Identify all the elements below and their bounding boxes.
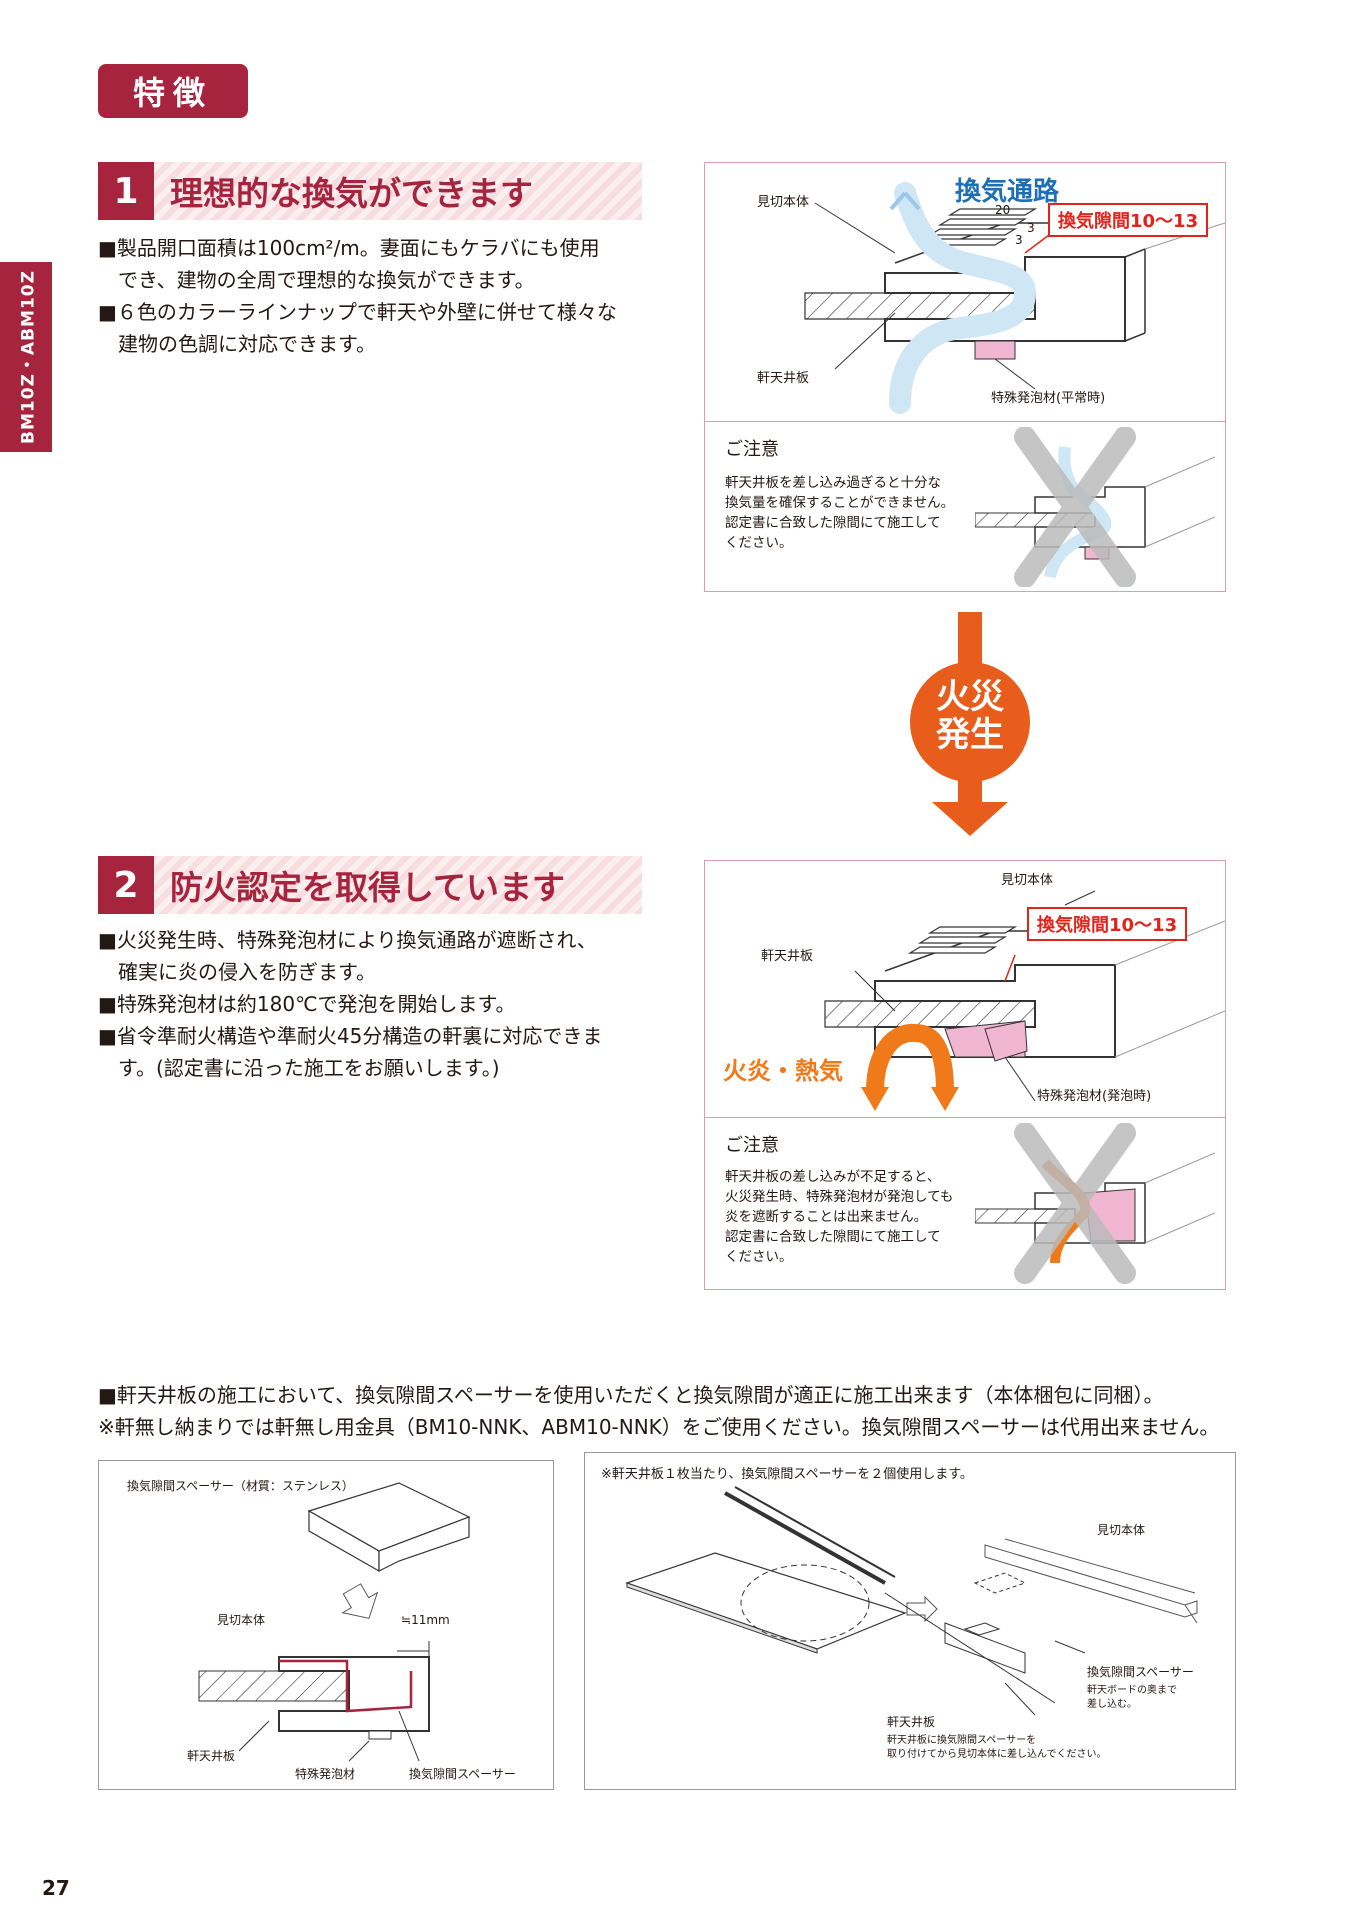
installation-figure: ※軒天井板１枚当たり、換気隙間スペーサーを２個使用します。 見切本体 換気隙間ス… [584, 1452, 1236, 1790]
spacer-label: 換気隙間スペーサー [1087, 1665, 1194, 1679]
section1-bullet: でき、建物の全周で理想的な換気ができます。 [98, 268, 535, 292]
section1-bullet: 建物の色調に対応できます。 [98, 332, 376, 356]
board-label: 軒天井板 [757, 371, 810, 386]
section1-bullet: ■６色のカラーラインナップで軒天や外壁に併せて様々な [98, 300, 617, 324]
foam-label: 特殊発泡材(発泡時) [1037, 1089, 1152, 1104]
caution-line: 炎を遮断することは出来ません。 [725, 1209, 928, 1225]
section1-number: 1 [98, 162, 154, 220]
fire-diagram [824, 890, 1225, 1111]
caution-line: ください。 [725, 1249, 793, 1265]
caution-line: 認定書に合致した隙間にて施工して [725, 1229, 941, 1245]
dim-3: 3 [1015, 233, 1023, 247]
caution-line: 認定書に合致した隙間にて施工して [725, 515, 941, 531]
section2-bullet: 確実に炎の侵入を防ぎます。 [98, 960, 376, 984]
section2-bullet: ■特殊発泡材は約180℃で発泡を開始します。 [98, 992, 516, 1016]
side-tab: BM10Z・ABM10Z [0, 262, 52, 452]
section2-bullet: す。(認定書に沿った施工をお願いします。) [98, 1056, 500, 1080]
body-label: 見切本体 [757, 195, 810, 210]
spacer-label: 換気隙間スペーサー [409, 1767, 516, 1781]
side-tab-label: BM10Z・ABM10Z [18, 270, 39, 444]
caution-line: 軒天井板の差し込みが不足すると、 [725, 1169, 941, 1185]
foam-label: 特殊発泡材(平常時) [991, 391, 1106, 406]
body-label: 見切本体 [1001, 873, 1054, 888]
spacer-count-note: ※軒天井板１枚当たり、換気隙間スペーサーを２個使用します。 [601, 1467, 973, 1482]
spacer-sub: 軒天ボードの奥まで [1087, 1685, 1177, 1696]
fire-figure: 見切本体 換気隙間10〜13 軒天井板 火炎・熱気 特殊発泡材(発泡時) ご注意… [704, 860, 1226, 1290]
board-label: 軒天井板 [887, 1715, 936, 1729]
caution-title: ご注意 [725, 1135, 779, 1156]
section1-title: 理想的な換気ができます [170, 174, 533, 213]
gap-label: 換気隙間10〜13 [1027, 907, 1188, 941]
section2-body: ■火災発生時、特殊発泡材により換気通路が遮断され、 確実に炎の侵入を防ぎます。 … [98, 924, 602, 1084]
section1-bullet: ■製品開口面積は100cm²/m。妻面にもケラバにも使用 [98, 236, 600, 260]
flame-label: 火炎・熱気 [723, 1057, 843, 1085]
wrong-example-diagram [975, 1123, 1215, 1284]
dim-20: 20 [995, 203, 1011, 217]
board-sub: 軒天井板に換気隙間スペーサーを [887, 1735, 1037, 1746]
section2-title: 防火認定を取得しています [170, 868, 566, 907]
fire-occurs-arrow [910, 612, 1030, 836]
caution-line: ください。 [725, 535, 793, 551]
section1-heading: 1 理想的な換気ができます [98, 162, 642, 220]
fire-label: 火災 発生 [930, 678, 1010, 754]
fire-label-line: 火災 [936, 677, 1004, 717]
section2-bullet: ■省令準耐火構造や準耐火45分構造の軒裏に対応できま [98, 1024, 603, 1048]
caution-text: 軒天井板の差し込みが不足すると、 火災発生時、特殊発泡材が発泡しても 炎を遮断す… [725, 1167, 953, 1267]
spacer-sub: 差し込む。 [1087, 1699, 1137, 1710]
caution-text: 軒天井板を差し込み過ぎると十分な 換気量を確保することができません。 認定書に合… [725, 473, 954, 553]
airflow-title: 換気通路 [955, 177, 1060, 207]
body-label: 見切本体 [1097, 1523, 1146, 1537]
page-number: 27 [42, 1876, 70, 1900]
gap-dimension: ≒11mm [401, 1613, 450, 1627]
body-label: 見切本体 [217, 1613, 266, 1627]
section2-bullet: ■火災発生時、特殊発泡材により換気通路が遮断され、 [98, 928, 597, 952]
caution-line: 火災発生時、特殊発泡材が発泡しても [725, 1189, 954, 1205]
figure-divider [705, 421, 1225, 422]
foam-label: 特殊発泡材 [295, 1767, 356, 1781]
dim-3: 3 [1027, 221, 1035, 235]
gap-label: 換気隙間10〜13 [1048, 203, 1209, 237]
board-label: 軒天井板 [187, 1749, 236, 1763]
caution-line: 換気量を確保することができません。 [725, 495, 955, 511]
features-tag: 特徴 [98, 64, 248, 118]
ventilation-figure: 換気通路 換気隙間10〜13 見切本体 軒天井板 特殊発泡材(平常時) 20 3… [704, 162, 1226, 592]
caution-title: ご注意 [725, 439, 779, 460]
ventilation-diagram [804, 182, 1225, 414]
installation-diagram [625, 1486, 1198, 1716]
board-sub: 取り付けてから見切本体に差し込んでください。 [887, 1749, 1107, 1760]
spacer-diagram [198, 1482, 471, 1762]
spacer-note: ■軒天井板の施工において、換気隙間スペーサーを使用いただくと換気隙間が適正に施工… [98, 1383, 1164, 1407]
section1-body: ■製品開口面積は100cm²/m。妻面にもケラバにも使用 でき、建物の全周で理想… [98, 232, 617, 360]
figure-divider [705, 1117, 1225, 1118]
section2-number: 2 [98, 856, 154, 914]
board-label: 軒天井板 [761, 949, 814, 964]
wrong-example-diagram [975, 427, 1215, 587]
spacer-material-label: 換気隙間スペーサー（材質：ステンレス） [127, 1479, 354, 1493]
no-eave-note: ※軒無し納まりでは軒無し用金具（BM10-NNK、ABM10-NNK）をご使用く… [98, 1415, 1220, 1439]
fire-label-line: 発生 [936, 715, 1004, 755]
section2-heading: 2 防火認定を取得しています [98, 856, 642, 914]
caution-line: 軒天井板を差し込み過ぎると十分な [725, 475, 941, 491]
spacer-figure: 換気隙間スペーサー（材質：ステンレス） 見切本体 ≒11mm 軒天井板 特殊発泡… [98, 1460, 554, 1790]
